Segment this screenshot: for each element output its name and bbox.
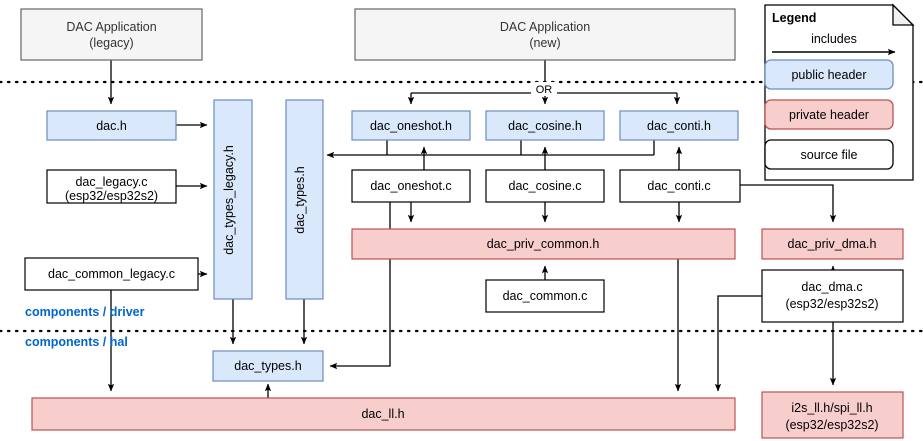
node-dac-application-new[interactable]: DAC Application (new)	[354, 8, 736, 61]
zone-label-hal: components / hal	[25, 335, 128, 349]
node-label: dac_oneshot.c	[370, 179, 451, 193]
node-label: DAC Application	[66, 20, 156, 34]
legend-item-public-header: public header	[764, 59, 894, 90]
legend: Legend includes public header private he…	[764, 3, 915, 181]
node-dac-common-c[interactable]: dac_common.c	[485, 279, 605, 313]
node-label: dac_dma.c	[801, 280, 862, 294]
or-label-backing	[531, 82, 557, 96]
or-label: OR	[536, 84, 553, 96]
node-label: dac_legacy.c	[75, 175, 147, 189]
node-dac-conti-h[interactable]: dac_conti.h	[619, 110, 739, 141]
node-dac-types-h-hal[interactable]: dac_types.h	[212, 350, 324, 382]
node-label: dac_types.h	[234, 359, 301, 373]
legend-item-label: source file	[801, 148, 858, 162]
legend-folded-corner-icon	[892, 3, 915, 26]
edge-conti-c-to-priv-dma	[740, 184, 837, 223]
node-i2s-ll-spi-ll-h[interactable]: i2s_ll.h/spi_ll.h (esp32/esp32s2)	[761, 391, 904, 439]
node-label: dac_common.c	[503, 289, 588, 303]
node-label: dac_cosine.c	[509, 179, 582, 193]
node-sublabel: (esp32/esp32s2)	[785, 297, 878, 311]
node-sublabel: (esp32/esp32s2)	[65, 189, 158, 203]
node-label: i2s_ll.h/spi_ll.h	[791, 401, 872, 415]
edge-dma-c-to-dac-ll	[714, 295, 762, 392]
legend-item-label: public header	[791, 68, 866, 82]
node-dac-legacy-c[interactable]: dac_legacy.c (esp32/esp32s2)	[46, 169, 177, 204]
node-dac-priv-dma-h[interactable]: dac_priv_dma.h	[761, 228, 904, 260]
node-label: dac_types.h	[293, 166, 307, 233]
node-dac-h[interactable]: dac.h	[46, 110, 177, 141]
node-dac-common-legacy-c[interactable]: dac_common_legacy.c	[24, 257, 199, 291]
node-sublabel: (new)	[529, 36, 560, 50]
node-label: dac_priv_dma.h	[788, 237, 877, 251]
node-label: DAC Application	[500, 20, 590, 34]
legend-title: Legend	[772, 11, 816, 25]
legend-arrow-label: includes	[811, 32, 857, 46]
node-label: dac_cosine.h	[508, 119, 582, 133]
node-dac-cosine-c[interactable]: dac_cosine.c	[485, 169, 605, 203]
node-dac-oneshot-c[interactable]: dac_oneshot.c	[351, 169, 471, 203]
node-dac-types-h-driver[interactable]: dac_types.h	[285, 99, 324, 300]
node-label: dac_ll.h	[361, 407, 404, 421]
node-dac-priv-common-h[interactable]: dac_priv_common.h	[351, 228, 736, 260]
node-dac-conti-c[interactable]: dac_conti.c	[619, 169, 741, 203]
node-sublabel: (legacy)	[89, 36, 133, 50]
node-dac-types-legacy-h[interactable]: dac_types_legacy.h	[213, 99, 253, 300]
node-label: dac_types_legacy.h	[222, 145, 236, 255]
node-label: dac_priv_common.h	[487, 237, 600, 251]
node-dac-dma-c[interactable]: dac_dma.c (esp32/esp32s2)	[761, 269, 904, 323]
legend-item-label: private header	[789, 108, 869, 122]
zone-label-driver: components / driver	[25, 305, 145, 319]
node-sublabel: (esp32/esp32s2)	[785, 418, 878, 432]
node-label: dac_common_legacy.c	[48, 267, 175, 281]
node-label: dac_conti.h	[647, 119, 711, 133]
node-dac-oneshot-h[interactable]: dac_oneshot.h	[351, 110, 471, 141]
legend-item-private-header: private header	[764, 99, 894, 130]
node-label: dac_conti.c	[647, 179, 710, 193]
node-dac-application-legacy[interactable]: DAC Application (legacy)	[20, 8, 203, 61]
legend-item-source-file: source file	[764, 139, 894, 170]
node-dac-ll-h[interactable]: dac_ll.h	[31, 397, 736, 431]
node-dac-cosine-h[interactable]: dac_cosine.h	[485, 110, 605, 141]
node-label: dac_oneshot.h	[370, 119, 452, 133]
node-label: dac.h	[96, 119, 127, 133]
